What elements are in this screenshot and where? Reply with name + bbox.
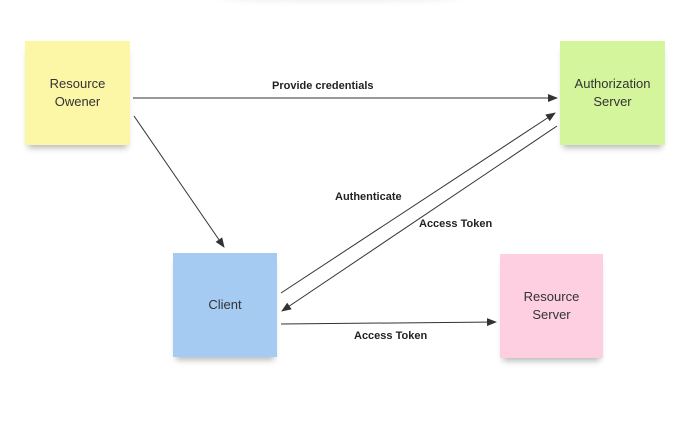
resource-owner-label: Resource Owener <box>49 76 106 109</box>
edge-authenticate <box>280 112 556 294</box>
edge-owner-to-client <box>133 115 225 248</box>
edge-access-token-client-to-resource <box>280 318 497 327</box>
authorization-server-label: Authorization Server <box>574 76 651 109</box>
edge-access-token-auth-to-client <box>281 125 558 312</box>
resource-server-note[interactable]: Resource Server <box>500 254 603 358</box>
resource-server-label: Resource Server <box>523 289 580 322</box>
authenticate-label: Authenticate <box>335 191 402 203</box>
authorization-server-note[interactable]: Authorization Server <box>560 41 665 145</box>
client-note[interactable]: Client <box>173 253 277 357</box>
provide-credentials-label: Provide credentials <box>272 80 374 92</box>
access-token-client-to-resource-label: Access Token <box>354 330 428 342</box>
resource-owner-note[interactable]: Resource Owener <box>25 41 130 145</box>
client-label: Client <box>208 297 242 312</box>
access-token-auth-to-client-label: Access Token <box>419 218 493 230</box>
top-edge-shadow <box>220 0 460 2</box>
